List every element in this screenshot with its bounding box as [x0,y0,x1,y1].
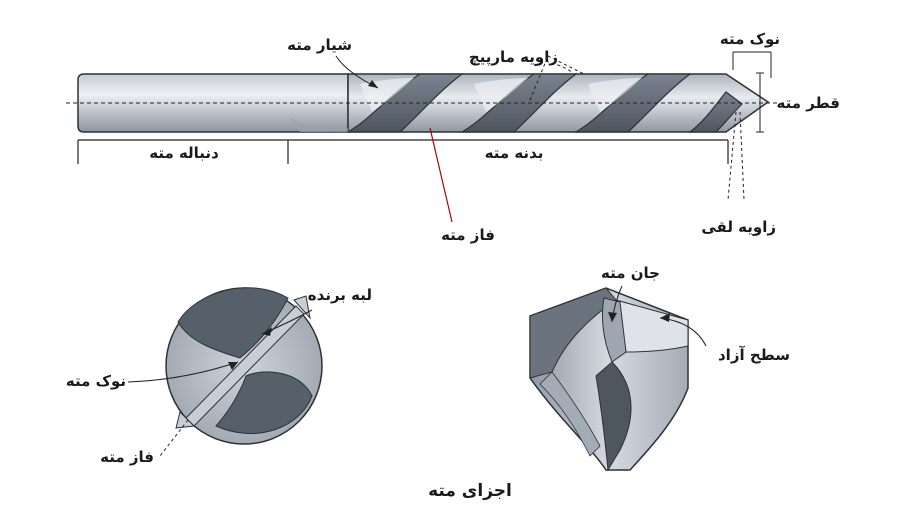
drill-end-view [127,287,323,457]
label-flute: شیار مته [287,36,352,54]
label-point: نوک مته [720,30,780,48]
drill-tip-view [529,285,707,472]
lip-relief-lines [727,111,745,201]
label-helix-angle: زاویه مارپیچ [469,48,558,67]
helix-angle-guides [529,55,585,101]
point-diameter-bracket [732,51,772,133]
label-cutting-lip: لبه برنده [308,286,372,304]
end-flute-lower [215,371,313,434]
shank-bracket [77,139,289,164]
end-flute-upper [177,287,289,359]
body-bracket [288,139,729,164]
tip-web [601,297,627,363]
tip-flank [615,299,689,353]
label-diameter: قطر مته [777,94,841,112]
label-lip-relief-angle: زاویه لقی [701,218,776,236]
label-margin: فاز مته [441,226,495,244]
label-point-end: نوک مته [66,372,126,390]
label-margin-end: فاز مته [100,448,154,466]
label-flank: سطح آزاد [718,346,790,364]
label-web: جان مته [601,264,660,282]
drill-side-view [66,51,778,223]
diagram-caption: اجزای مته [428,481,512,501]
label-shank: دنباله مته [149,144,219,162]
label-body: بدنه مته [485,144,544,162]
